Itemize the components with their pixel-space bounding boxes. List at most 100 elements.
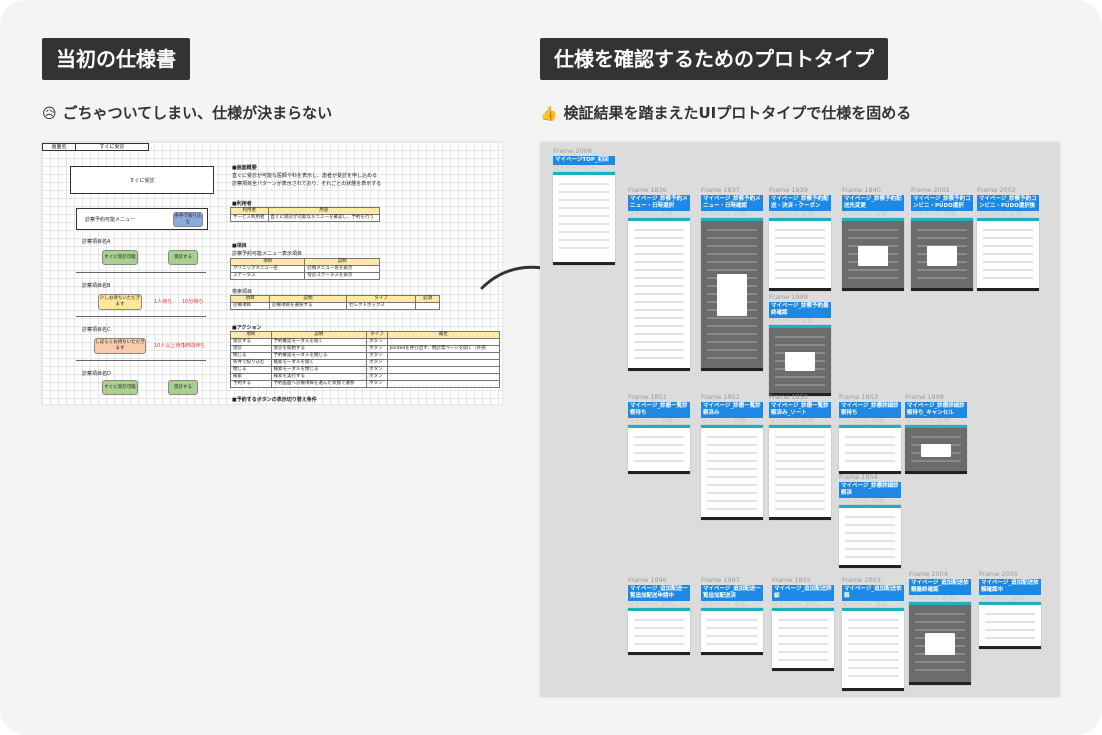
thumbnail-line	[848, 659, 898, 661]
thumbnail-line	[634, 341, 684, 343]
thumbnail-line	[775, 484, 825, 486]
modal-dialog	[927, 246, 957, 266]
thumbnail-line	[845, 540, 895, 542]
frame-thumbnail	[839, 425, 901, 474]
thumbnail-line	[707, 635, 757, 637]
modal-dialog	[925, 633, 955, 655]
thumbnail-line	[848, 675, 898, 677]
table-header: タイプ	[346, 295, 417, 303]
thumbnail-line	[845, 524, 895, 526]
frame-thumbnail	[977, 218, 1039, 291]
thumbnail-line	[778, 619, 828, 621]
frame-label: マイページ_追加配送依頼	[842, 585, 904, 601]
thumbnail-line	[707, 357, 757, 359]
frame-ghost-label: マイページ_診察...	[911, 211, 962, 218]
table-cell: ボタン	[366, 352, 388, 360]
frame-thumbnail	[905, 425, 967, 474]
table-cell: 検索を実行する	[270, 373, 368, 381]
thumbnail-line	[845, 436, 895, 438]
thumbnail-line	[983, 261, 1033, 263]
thumbnail-line	[634, 444, 684, 446]
thumbnail-line	[559, 239, 609, 241]
thumbnail-line	[775, 460, 825, 462]
thumbnail-line	[775, 336, 825, 338]
overview-heading: ■画面概要	[232, 165, 257, 171]
actions-table: 項目説明タイプ補足 受診する予約確認モーダルを開くボタン 受診受診を開始するボタ…	[230, 331, 501, 388]
right-subtitle-text: 検証結果を踏まえたUIプロトタイプで仕様を固める	[563, 104, 912, 122]
frame-thumbnail	[769, 218, 831, 291]
frame-name: Frame 2003	[842, 576, 881, 584]
frame-name: Frame 1999	[769, 293, 808, 301]
table-cell: 閉じる	[230, 352, 272, 360]
thumbnail-line	[775, 261, 825, 263]
frame-ghost-label: マイページ_診療...	[839, 498, 890, 505]
thumbnail-line	[845, 556, 895, 558]
table-cell: 検索モーダルを開く	[270, 359, 368, 367]
frame-ghost-label: マイページTOP_...	[553, 165, 604, 172]
thumbs-up-icon: 👍	[540, 106, 558, 122]
thumbnail-line	[707, 436, 757, 438]
thumbnail-line	[845, 452, 895, 454]
left-title: 当初の仕様書	[42, 38, 190, 80]
frame-name: Frame 1998	[905, 393, 944, 401]
thumbnail-line	[707, 269, 757, 271]
thumbnail-line	[634, 325, 684, 327]
frame-thumbnail	[769, 325, 831, 396]
thumbnail-line	[775, 468, 825, 470]
section-c-note2: 1時間待ち	[182, 343, 206, 349]
thumbnail-line	[775, 436, 825, 438]
table-cell: 受診する	[230, 338, 272, 346]
wireframe-menu-label: 診察予約可能メニュー	[85, 217, 136, 223]
frame-thumbnail	[628, 608, 690, 655]
thumbnail-line	[559, 223, 609, 225]
table-header: 説明	[270, 331, 368, 339]
actions-heading: ■アクション	[232, 325, 262, 331]
thumbnail-line	[778, 635, 828, 637]
wireframe-banner: すぐに受診	[70, 166, 214, 194]
wireframe-menu-box: 診察予約可能メニュー 条件で絞り込む	[76, 208, 208, 230]
frame-thumbnail	[772, 608, 834, 671]
thumbnail-line	[707, 317, 757, 319]
section-b-note2: 10分待ち	[182, 299, 204, 305]
thumbnail-line	[911, 436, 961, 438]
thumbnail-line	[848, 277, 898, 279]
frame-label: マイページ_診察予約最終確認	[769, 302, 831, 318]
thumbnail-line	[848, 229, 898, 231]
thumbnail-line	[775, 500, 825, 502]
frame-thumbnail	[553, 172, 615, 265]
left-subtitle: 😥ごちゃついてしまい、仕様が決まらない	[42, 102, 332, 123]
frame-label: マイページ_診察予約メニュー・日時確認	[701, 195, 763, 211]
section-label-c: 診察項目名C	[82, 327, 111, 333]
thumbnail-line	[707, 452, 757, 454]
thumbnail-line	[775, 245, 825, 247]
frame-label: マイページ_診療一覧診察待ち	[628, 402, 690, 418]
thumbnail-line	[559, 191, 609, 193]
thumbnail-line	[707, 468, 757, 470]
thumbnail-line	[634, 293, 684, 295]
table-cell: 予約画面へ診療項目を選んだ状態で遷移	[270, 380, 368, 388]
table-cell: クリニックメニュー名	[229, 265, 306, 273]
modal-dialog	[785, 352, 815, 371]
thumbnail-line	[634, 357, 684, 359]
